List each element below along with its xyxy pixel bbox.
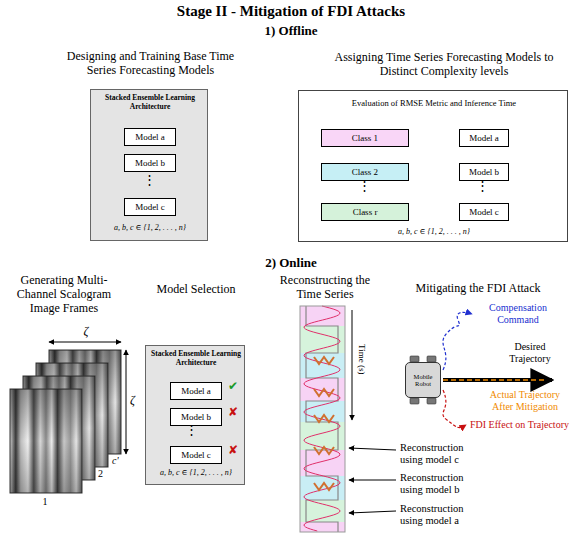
box-label: Model c bbox=[181, 450, 211, 460]
box-label: Class 1 bbox=[352, 133, 378, 143]
step-heading: Reconstructing the Time Series bbox=[270, 274, 380, 302]
model-box: Model c bbox=[124, 198, 176, 216]
group-box: Model aModel bModel cDesigning and Train… bbox=[90, 89, 208, 241]
ellipsis: ⋮ bbox=[143, 173, 155, 188]
width-dimension bbox=[49, 342, 121, 343]
model-box: Model a bbox=[170, 382, 222, 400]
model-box: Model c bbox=[170, 446, 222, 464]
frame-number: 1 bbox=[40, 496, 50, 508]
box-label: Class r bbox=[353, 207, 378, 217]
robot-body: Mobile Robot bbox=[405, 362, 441, 398]
height-dimension bbox=[126, 350, 127, 454]
leader-line bbox=[349, 480, 396, 481]
box-label: Mobile Robot bbox=[406, 373, 440, 387]
box-label: Model b bbox=[181, 412, 211, 422]
trajectory-label: Actual Trajectory After Mitigation bbox=[480, 389, 570, 412]
box-label: Model a bbox=[135, 132, 165, 142]
reconstruction-segment bbox=[314, 483, 334, 490]
box-label: Model a bbox=[469, 133, 499, 143]
callout-text: Reconstruction using model a bbox=[400, 503, 482, 527]
box-title: Evaluation of RMSE Metric and Inference … bbox=[304, 99, 564, 109]
scalogram-frames bbox=[10, 350, 121, 493]
box-heading: Designing and Training Base Time Series … bbox=[63, 50, 238, 78]
callout-text: Reconstruction using model c bbox=[400, 442, 482, 466]
section-heading: 2) Online bbox=[191, 256, 391, 271]
strip-band bbox=[300, 306, 345, 326]
compensation-path bbox=[443, 312, 472, 370]
model-box: Class 1 bbox=[321, 129, 409, 147]
box-label: Model c bbox=[135, 202, 165, 212]
desired-trajectory bbox=[443, 378, 552, 382]
model-box: Class r bbox=[321, 203, 409, 221]
reconstruction-segment bbox=[314, 415, 334, 422]
model-box: Model b bbox=[124, 154, 176, 172]
strip-band bbox=[300, 450, 345, 476]
step-heading: Mitigating the FDI Attack bbox=[393, 282, 563, 296]
dimension-label: ζ bbox=[130, 394, 142, 408]
frame-number: 2 bbox=[98, 468, 108, 480]
index-set: a, b, c ∈ {1, 2, . . . , n} bbox=[148, 468, 244, 477]
model-box: Model a bbox=[124, 128, 176, 146]
time-axis bbox=[352, 310, 353, 420]
square-wave bbox=[306, 306, 338, 532]
group-box: Class 1 Model a Class 2 Model b Class r Model… bbox=[298, 90, 568, 242]
leader-line bbox=[349, 448, 396, 450]
frame-number: c' bbox=[112, 455, 126, 467]
cross-mark: ✘ bbox=[226, 444, 240, 458]
signal-wave bbox=[304, 306, 340, 531]
leader-line bbox=[349, 511, 396, 513]
index-set: a, b, c ∈ {1, 2, . . . , n} bbox=[304, 227, 564, 236]
check-mark: ✔ bbox=[226, 380, 240, 394]
reconstruction-segment bbox=[314, 447, 334, 454]
diagram-title: Stage II - Mitigation of FDI Attacks bbox=[91, 3, 491, 20]
trajectory-label: Desired Trajectory bbox=[498, 341, 562, 364]
box-label: Model b bbox=[469, 167, 499, 177]
cross-mark: ✘ bbox=[226, 406, 240, 420]
box-label: Model c bbox=[469, 207, 499, 217]
strip-band bbox=[300, 500, 345, 522]
box-title: Stacked Ensemble Learning Architecture bbox=[95, 94, 205, 111]
reconstruction-segment bbox=[314, 357, 334, 364]
model-box: Model c bbox=[459, 203, 509, 221]
strip-border bbox=[300, 306, 345, 532]
spacer bbox=[470, 384, 548, 386]
dimension-label: ζ bbox=[79, 325, 93, 339]
step-heading: Generating Multi-Channel Scalogram Image… bbox=[1, 274, 127, 315]
box-label: Model b bbox=[135, 158, 165, 168]
time-series-strip bbox=[300, 306, 345, 532]
box-label: Class 2 bbox=[352, 167, 378, 177]
section-heading: 1) Offline bbox=[191, 24, 391, 39]
callout-text: Reconstruction using model b bbox=[400, 472, 482, 496]
model-box: Model a bbox=[459, 129, 509, 147]
box-title: Stacked Ensemble Learning Architecture bbox=[150, 350, 242, 367]
trajectory-label: FDI Effect on Trajectory bbox=[470, 419, 580, 431]
strip-band bbox=[300, 353, 345, 378]
box-heading: Assigning Time Series Forecasting Models… bbox=[329, 51, 559, 79]
ellipsis: ⋮ bbox=[476, 179, 488, 194]
ellipsis: ⋮ bbox=[185, 423, 197, 438]
ellipsis: ⋮ bbox=[358, 179, 370, 194]
box-label: Model a bbox=[181, 386, 211, 396]
actual-trajectory bbox=[443, 379, 545, 381]
axis-label: Time (s) bbox=[357, 334, 367, 384]
fdi-effect-path bbox=[443, 390, 466, 428]
trajectory-label: Compensation Command bbox=[476, 302, 560, 325]
index-set: a, b, c ∈ {1, 2, . . . , n} bbox=[93, 223, 207, 232]
reconstruction-segment bbox=[314, 389, 334, 396]
box-heading: Model Selection bbox=[136, 283, 256, 297]
